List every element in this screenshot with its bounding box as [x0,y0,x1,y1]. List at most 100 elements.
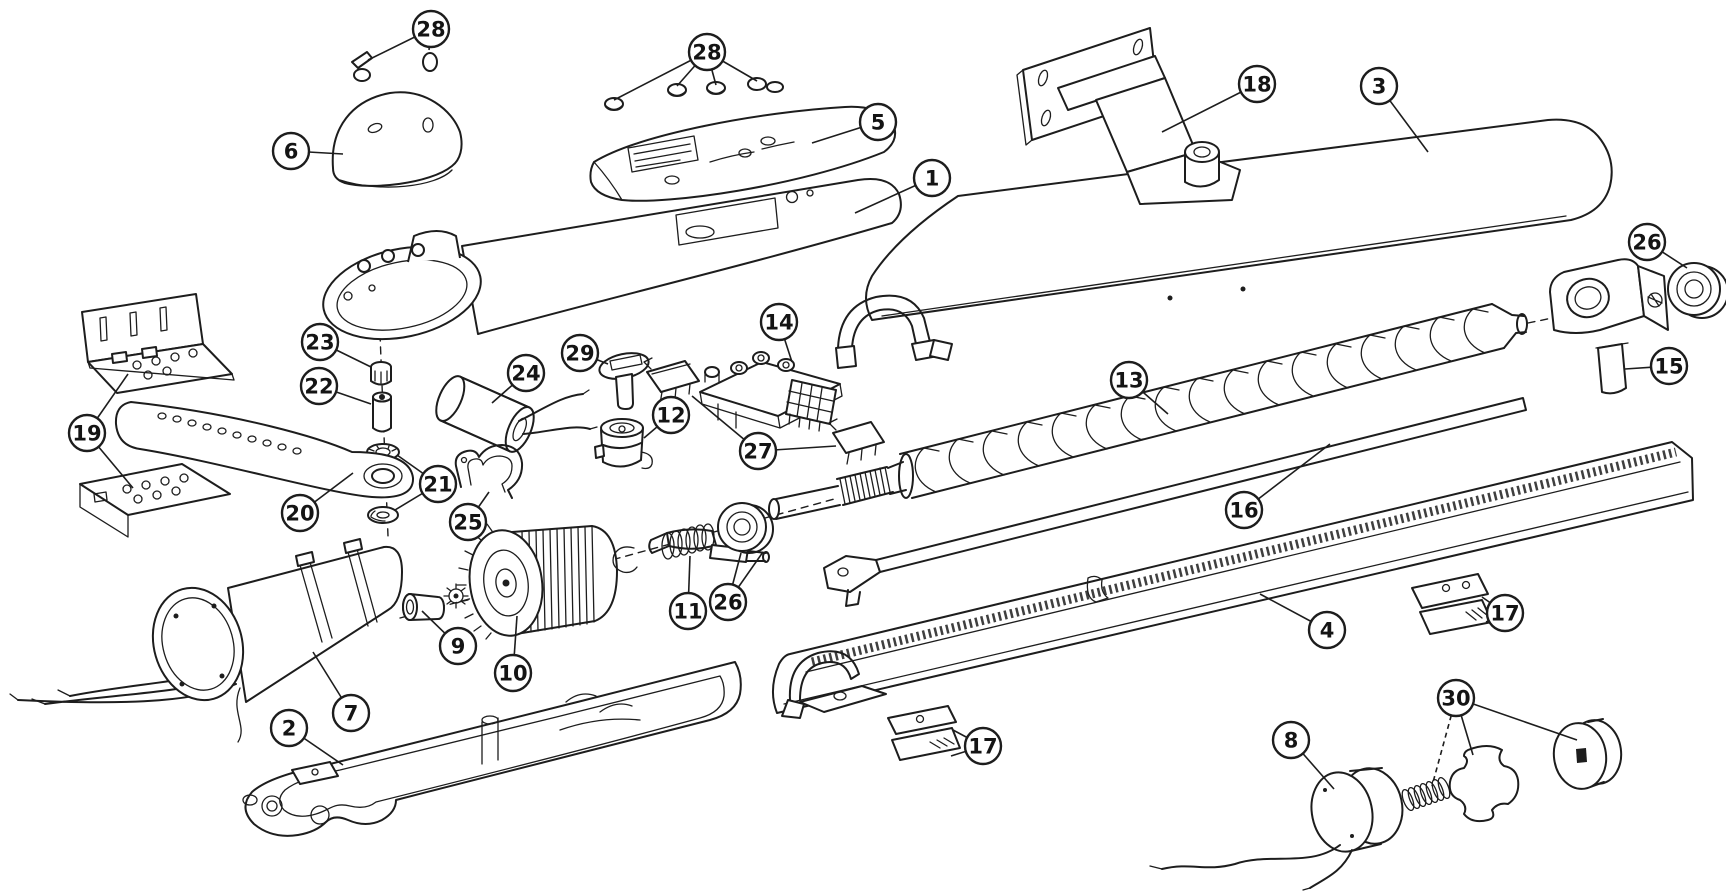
callout-16-slide-rail-strip: 16 [1224,443,1331,530]
callout-number: 20 [285,502,314,526]
callout-number: 11 [673,600,702,624]
part-front-mount-bracket [1016,27,1241,205]
part-top-cover [589,105,897,202]
callout-6-end-cap-shell: 6 [271,131,344,171]
part-guide-channel [772,441,1694,719]
callout-number: 30 [1441,687,1470,711]
part-terminal-board [699,351,843,432]
callout-balloon [438,626,478,666]
callout-balloon [1359,66,1399,106]
part-shaft-bushing [402,583,469,621]
callout-number: 15 [1654,355,1683,379]
callout-number: 7 [344,702,359,726]
callout-number: 26 [713,591,742,615]
callout-balloon [1237,64,1277,104]
callout-balloon [687,32,727,72]
part-worm-screw [768,303,1528,520]
callout-number: 13 [1114,369,1143,393]
part-electric-motor [9,538,403,743]
part-spring-coupling [648,523,770,563]
part-end-cap-disc [1552,718,1623,790]
part-pivot-pin [372,391,392,433]
callout-balloon [1627,222,1667,262]
part-slide-rail [823,397,1527,607]
callout-balloon [1485,593,1525,633]
callout-number: 26 [1632,231,1661,255]
part-bearing-front [717,502,774,554]
callout-number: 21 [423,473,452,497]
part-release-lock [594,418,653,470]
part-magnet-disc [1149,767,1404,891]
callout-5-top-cover-with-label: 5 [811,102,898,144]
callout-balloon [912,158,952,198]
part-rear-pivot-bracket [1549,258,1669,395]
callout-balloon [858,102,898,142]
callout-30-end-spring-gasket-cap: 30 [1431,678,1578,787]
callout-number: 16 [1229,499,1258,523]
callout-number: 14 [764,311,793,335]
callout-number: 25 [453,511,482,535]
cable-arch-bracket [835,294,953,369]
part-lock-nut [370,361,392,386]
callout-22-pivot-pin-bush: 22 [299,366,372,406]
callout-15-rear-pivot-bracket: 15 [1624,346,1689,386]
callout-balloon [67,413,107,453]
callout-26-ball-bearing-front: 26 [708,551,764,622]
callout-balloon [280,493,320,533]
callout-balloon [1436,678,1476,718]
callout-balloon [411,9,451,49]
callout-29-release-key: 29 [560,333,609,373]
callout-balloon [493,653,533,693]
callout-balloon [1109,360,1149,400]
callout-14-terminal-board: 14 [759,302,799,363]
callout-balloon [668,591,708,631]
callout-number: 27 [743,440,772,464]
callout-balloon [708,582,748,622]
callout-number: 18 [1242,73,1271,97]
part-end-gasket [1448,745,1520,823]
callout-11-spring-coupling: 11 [668,555,708,631]
callout-balloon [271,131,311,171]
callout-number: 19 [72,422,101,446]
callout-21-pivot-washers: 21 [394,454,458,511]
callout-3-arm-cover-tube: 3 [1359,66,1429,153]
callout-17-slider-pads-middle: 17 [950,726,1003,766]
callout-number: 23 [305,331,334,355]
callout-25-cable-clamp: 25 [448,491,490,542]
callout-19-mounting-angle-brackets: 19 [67,373,134,489]
callout-number: 12 [656,404,685,428]
callout-labels: 1234567891011121314151617171819202122232… [67,9,1689,790]
callout-balloon [331,693,371,733]
callout-balloon [299,366,339,406]
callout-9-shaft-bushing: 9 [421,610,478,666]
parts-artwork [9,27,1726,891]
callout-8-magnet-disc-with-wires: 8 [1271,720,1335,790]
callout-balloon [506,353,546,393]
callout-number: 24 [511,362,540,386]
part-arm-cover-tube [865,118,1613,321]
callout-13-worm-screw-shaft: 13 [1109,360,1169,415]
callout-number: 5 [871,111,886,135]
callout-balloon [418,464,458,504]
part-curved-arm [114,401,415,499]
callout-20-curved-release-arm: 20 [280,472,354,533]
part-snap-ring [612,546,638,574]
callout-number: 17 [1490,602,1519,626]
callout-number: 28 [416,18,445,42]
callout-number: 22 [304,375,333,399]
leader-line [1431,697,1457,787]
callout-23-lock-nut: 23 [300,322,372,368]
part-capacitor [435,375,598,453]
callout-4-guide-channel: 4 [1259,593,1347,650]
callout-balloon [269,708,309,748]
callout-number: 6 [284,140,299,164]
part-cable-clamp [454,444,524,499]
part-upper-housing-cover [322,178,902,341]
callout-number: 9 [451,635,466,659]
callout-number: 29 [565,342,594,366]
callout-26-ball-bearing-rear: 26 [1627,222,1688,269]
callout-number: 2 [282,717,297,741]
callout-balloon [448,502,488,542]
callout-12-release-lock-cylinder: 12 [643,395,691,439]
